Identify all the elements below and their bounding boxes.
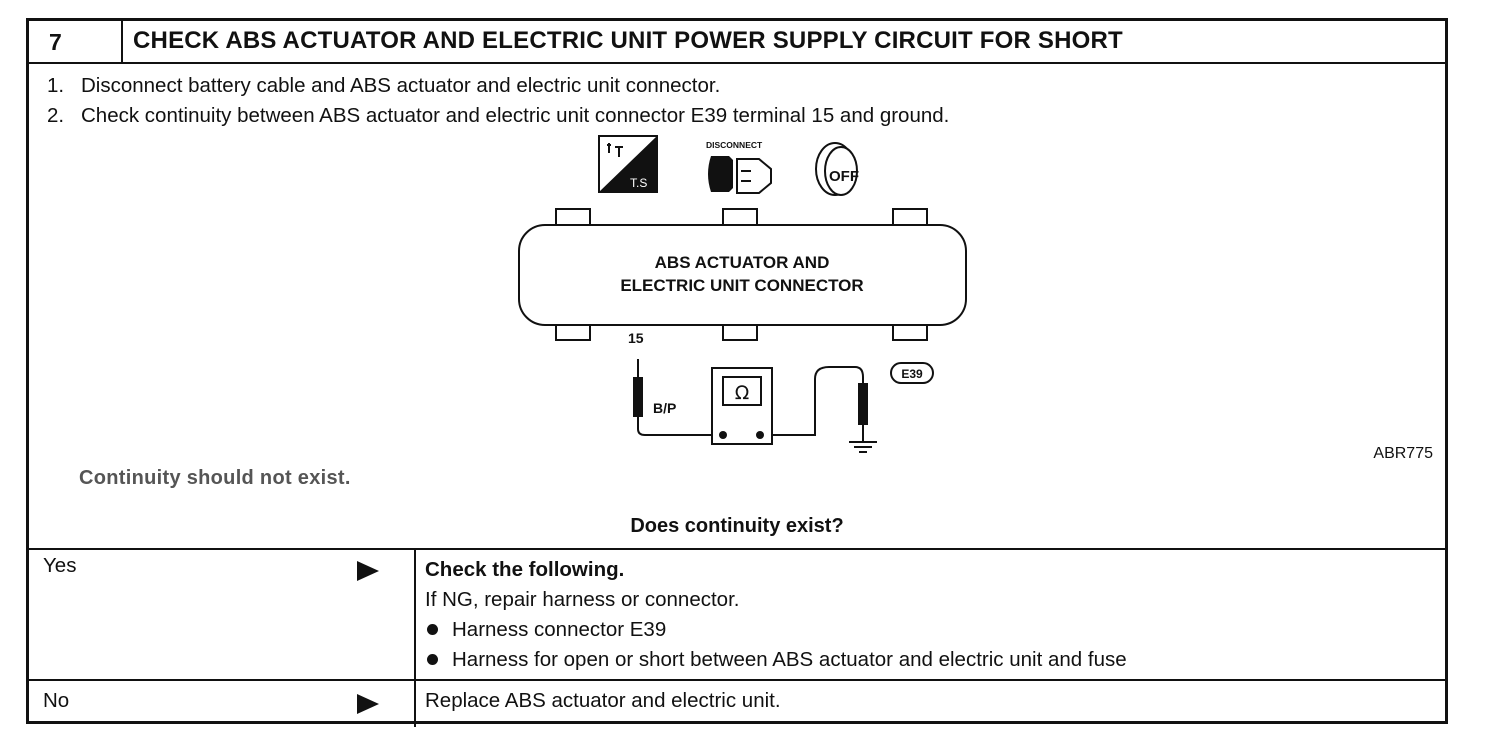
spec-text: Continuity should not exist.: [79, 467, 351, 489]
bullet-item: Harness connector E39: [425, 615, 1127, 645]
svg-text:ELECTRIC UNIT CONNECTOR: ELECTRIC UNIT CONNECTOR: [620, 276, 863, 295]
ground-symbol: [849, 441, 877, 453]
svg-text:E39: E39: [901, 367, 923, 381]
procedure-table: 7 CHECK ABS ACTUATOR AND ELECTRIC UNIT P…: [26, 18, 1448, 727]
answer-yes-label: Yes: [43, 554, 77, 577]
svg-text:ABS ACTUATOR AND: ABS ACTUATOR AND: [655, 253, 830, 272]
connector-body: ABS ACTUATOR AND ELECTRIC UNIT CONNECTOR: [518, 208, 967, 341]
svg-text:T.S: T.S: [630, 176, 647, 190]
figure-code: ABR775: [1373, 445, 1433, 462]
action-title: Check the following.: [425, 558, 625, 581]
bullet-icon: [427, 654, 438, 666]
answer-grid-divider: [29, 679, 1445, 681]
action-note: If NG, repair harness or connector.: [425, 588, 740, 611]
bullet-icon: [427, 624, 438, 636]
ohm-symbol: Ω: [735, 382, 750, 404]
bullet-item: Harness for open or short between ABS ac…: [425, 645, 1127, 675]
page-title: CHECK ABS ACTUATOR AND ELECTRIC UNIT POW…: [133, 27, 1123, 54]
connector-id-badge: E39: [890, 362, 934, 384]
svg-text:OFF: OFF: [829, 168, 859, 185]
tester-icon: T.S: [598, 135, 658, 193]
probe-right: [771, 366, 868, 441]
answer-no-label: No: [43, 689, 70, 712]
instruction-list: 1.Disconnect battery cable and ABS actua…: [47, 71, 949, 131]
svg-text:DISCONNECT: DISCONNECT: [706, 140, 763, 150]
wiring-diagram: T.S DISCONNECT OFF ABS ACTUATOR AND ELE: [518, 135, 1433, 462]
answer-grid-top: [29, 548, 1445, 550]
answer-grid-column: [414, 548, 416, 727]
terminal-label: 15: [628, 330, 644, 346]
answer-yes-action: Check the following. If NG, repair harne…: [425, 555, 1127, 675]
ignition-off-icon: OFF: [815, 142, 859, 196]
arrow-right-icon: [357, 694, 379, 714]
instruction-item: 2.Check continuity between ABS actuator …: [47, 104, 950, 127]
step-number: 7: [49, 29, 62, 55]
instruction-item: 1.Disconnect battery cable and ABS actua…: [47, 74, 721, 97]
arrow-right-icon: [357, 561, 379, 581]
header-row: 7 CHECK ABS ACTUATOR AND ELECTRIC UNIT P…: [29, 21, 1445, 64]
disconnect-icon: DISCONNECT: [706, 140, 772, 194]
probe-left: [633, 359, 715, 436]
wire-color-label: B/P: [653, 400, 676, 416]
answer-no-action: Replace ABS actuator and electric unit.: [425, 689, 781, 712]
check-question: Does continuity exist?: [630, 515, 844, 537]
ohmmeter: Ω: [711, 367, 773, 445]
step-number-cell: 7: [29, 21, 123, 62]
